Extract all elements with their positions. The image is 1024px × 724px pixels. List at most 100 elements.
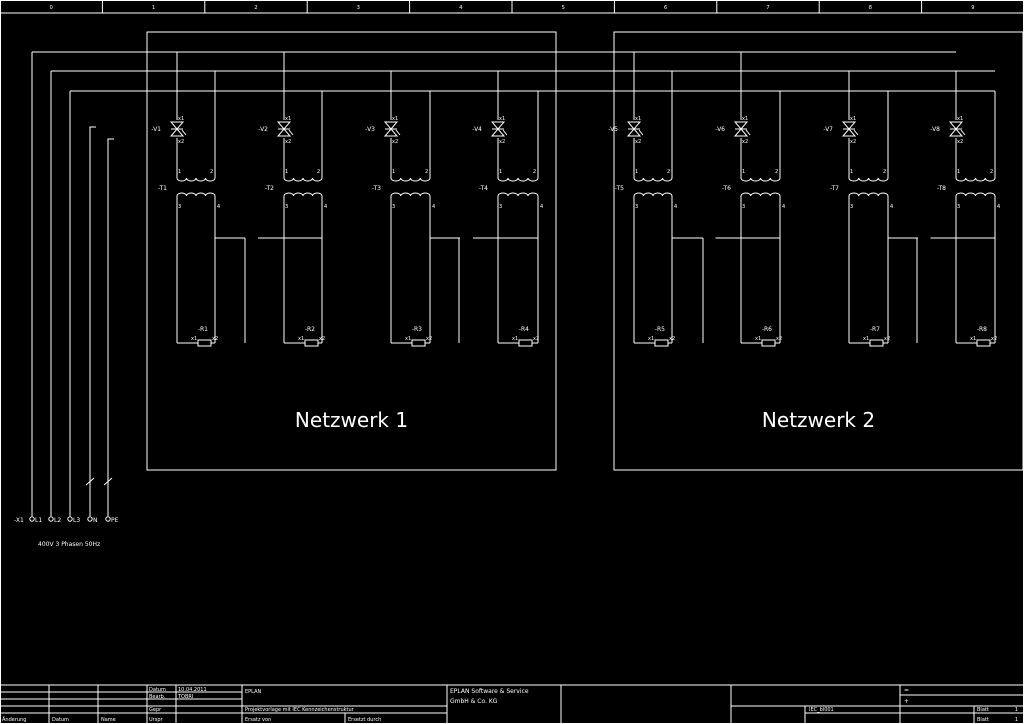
resistor <box>518 339 533 347</box>
tb-text: Datum <box>149 687 166 693</box>
transformer-primary <box>283 177 323 182</box>
transformer-primary <box>848 177 889 182</box>
pin-label: 1 <box>635 169 638 175</box>
resistor-tag: -R8 <box>977 326 987 333</box>
wire <box>214 196 245 239</box>
resistor-tag: -R1 <box>198 326 208 333</box>
pin-label: x1 <box>742 116 748 122</box>
drop-n <box>89 126 96 516</box>
tb-text: Datum <box>52 717 69 723</box>
resistor-tag: -R7 <box>870 326 880 333</box>
wire <box>429 196 460 239</box>
pin-label: 4 <box>432 204 435 210</box>
tb-text: GmbH & Co. KG <box>450 698 498 705</box>
resistor <box>197 339 212 347</box>
pin-label: x2 <box>319 336 325 342</box>
pin-label: x2 <box>499 139 505 145</box>
pin-label: 2 <box>883 169 886 175</box>
terminal-label: L2 <box>54 517 61 524</box>
break-pe <box>103 477 113 486</box>
thyristor-gate <box>853 129 859 136</box>
transformer <box>633 176 673 197</box>
pin-label: 4 <box>997 204 1000 210</box>
thyristor-gate <box>502 129 508 136</box>
resistor <box>304 339 319 347</box>
resistor-body <box>518 339 533 347</box>
thyristor-tag: -V8 <box>930 126 940 133</box>
pin-label: 2 <box>533 169 536 175</box>
pin-label: 4 <box>540 204 543 210</box>
pin-label: x1 <box>512 336 518 342</box>
resistor-body <box>197 339 212 347</box>
thyristor-gate <box>181 129 187 136</box>
thyristor-tag: -V3 <box>365 126 375 133</box>
resistor <box>411 339 426 347</box>
thyristor-body <box>169 121 185 130</box>
transformer <box>955 176 996 197</box>
pin-label: 1 <box>392 169 395 175</box>
pin-label: x1 <box>191 336 197 342</box>
pin-label: 3 <box>285 204 288 210</box>
network-frame <box>146 31 557 471</box>
tb-text: EPLAN Software & Service <box>450 688 529 695</box>
thyristor <box>948 121 966 137</box>
transformer-secondary <box>283 192 323 197</box>
tb-text: 1 <box>1015 707 1018 713</box>
tb-text: Ersatz von <box>245 717 271 723</box>
pin-label: x2 <box>426 336 432 342</box>
thyristor <box>169 121 187 137</box>
transformer <box>740 176 781 197</box>
pin-label: x2 <box>742 139 748 145</box>
column-number: 9 <box>971 5 974 11</box>
thyristor-tag: -V4 <box>472 126 482 133</box>
thyristor <box>626 121 644 137</box>
tb-text: 1 <box>1015 717 1018 723</box>
tb-text: 10.04.2011 <box>178 687 207 693</box>
pin-label: 2 <box>667 169 670 175</box>
terminal-label: PE <box>111 517 119 524</box>
wiring <box>31 51 996 516</box>
tb-text: EPLAN <box>245 689 261 695</box>
pin-label: 2 <box>425 169 428 175</box>
pin-label: 2 <box>775 169 778 175</box>
terminal-label: N <box>93 517 98 524</box>
components <box>29 121 996 522</box>
transformer <box>176 176 216 197</box>
network-title: Netzwerk 2 <box>762 408 875 432</box>
transformer-primary <box>390 177 431 182</box>
wire <box>258 196 323 239</box>
pin-label: 1 <box>499 169 502 175</box>
column-number: 5 <box>562 5 565 11</box>
pin-label: x1 <box>499 116 505 122</box>
resistor-body <box>976 339 991 347</box>
pin-label: 4 <box>217 204 220 210</box>
pin-label: x2 <box>669 336 675 342</box>
tb-text: Blatt <box>977 717 989 723</box>
transformer-secondary <box>176 192 216 197</box>
thyristor-gate <box>395 129 401 136</box>
transformer <box>390 176 431 197</box>
pin-label: x2 <box>991 336 997 342</box>
pin-label: 3 <box>635 204 638 210</box>
tb-text: Urspr <box>149 717 163 723</box>
pin-label: 1 <box>178 169 181 175</box>
resistor <box>654 339 669 347</box>
tb-text: Bearb. <box>149 694 166 700</box>
terminal-point <box>67 516 73 522</box>
thyristor-body <box>841 121 857 130</box>
resistor-tag: -R2 <box>305 326 315 333</box>
pin-label: 4 <box>890 204 893 210</box>
pin-label: 2 <box>210 169 213 175</box>
supply-label: 400V 3 Phasen 50Hz <box>38 541 100 548</box>
wire <box>473 196 539 239</box>
pin-label: 4 <box>324 204 327 210</box>
resistor-tag: -R3 <box>412 326 422 333</box>
terminal-label: L1 <box>35 517 42 524</box>
wire <box>671 196 702 239</box>
transformer-tag: -T8 <box>937 185 946 192</box>
terminal-point <box>29 516 35 522</box>
tb-text: Änderung <box>2 716 26 723</box>
thyristor-body <box>733 121 749 130</box>
